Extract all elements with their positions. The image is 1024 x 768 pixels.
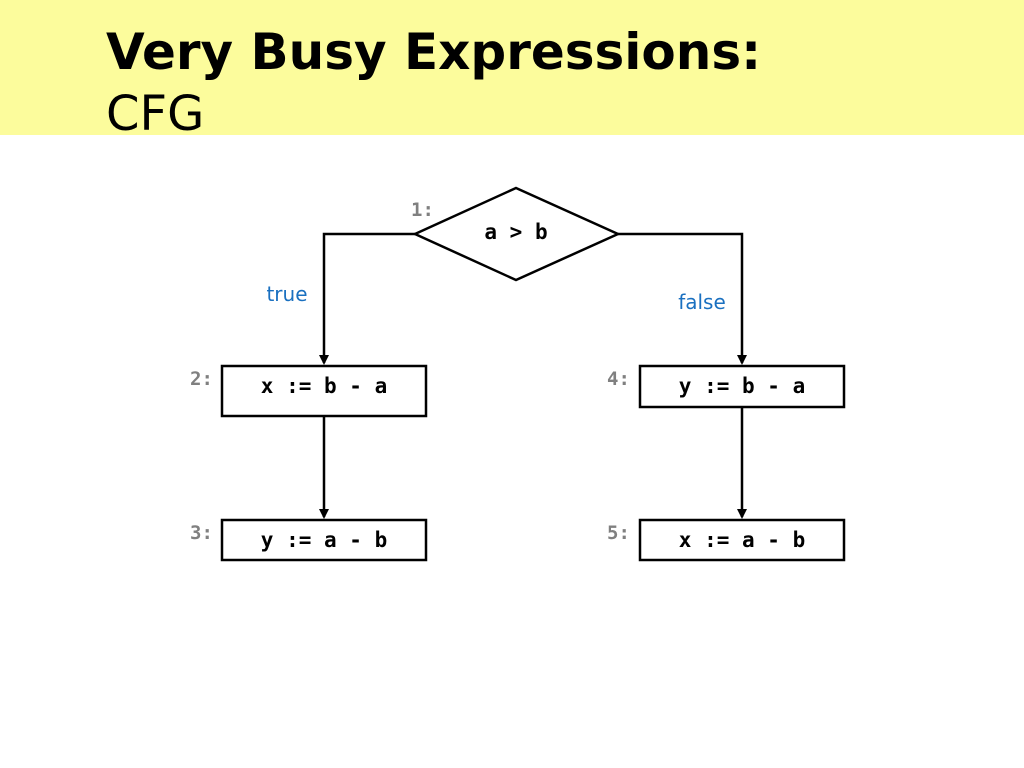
cfg-node-5-box — [638, 518, 846, 562]
cfg-node-4-box — [638, 364, 846, 409]
cfg-node-4-number: 4: — [607, 368, 630, 390]
cfg-node-2-label: x := b - a — [261, 374, 387, 398]
edge-label-false: false — [678, 290, 726, 314]
edge-label-true: true — [266, 282, 307, 306]
cfg-node-1-diamond — [411, 186, 622, 282]
cfg-node-2-box — [220, 364, 428, 418]
cfg-node-2-number: 2: — [190, 368, 213, 390]
edge-1-to-4 — [618, 232, 747, 365]
cfg-node-1-number: 1: — [411, 199, 434, 221]
slide-subtitle: CFG — [106, 86, 205, 142]
cfg-node-5-label: x := a - b — [679, 528, 805, 552]
cfg-node-1-label: a > b — [484, 220, 547, 244]
cfg-node-4-label: y := b - a — [679, 374, 805, 398]
edge-1-to-2 — [319, 232, 415, 365]
cfg-node-3-number: 3: — [190, 522, 213, 544]
cfg-node-3-box — [220, 518, 428, 562]
cfg-node-3-label: y := a - b — [261, 528, 387, 552]
title-band — [0, 0, 1024, 135]
cfg-node-5-number: 5: — [607, 522, 630, 544]
slide-title: Very Busy Expressions: — [106, 23, 762, 81]
